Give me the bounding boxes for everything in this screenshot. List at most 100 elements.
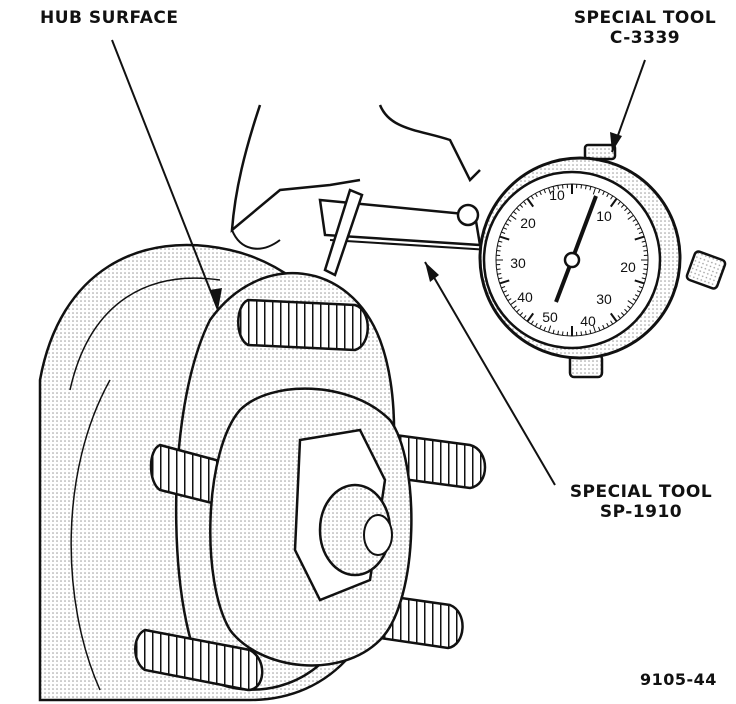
- dial-tick: [516, 308, 520, 313]
- dial-tick: [580, 331, 583, 336]
- c3339-label-line1: SPECIAL TOOL: [573, 8, 717, 28]
- dial-tick: [617, 201, 621, 205]
- sp1910-leader: [424, 261, 556, 486]
- sp1910-label-line2: SP-1910: [599, 502, 683, 522]
- dial-tick: [634, 294, 639, 298]
- dial-tick: [513, 305, 517, 309]
- dial-tick: [548, 325, 552, 333]
- dial-tick: [543, 189, 546, 194]
- dial-tick: [638, 231, 643, 234]
- dial-tick: [617, 315, 621, 319]
- dial-label: 40: [580, 313, 596, 329]
- dial-tick: [632, 298, 637, 302]
- dial-tick: [643, 268, 648, 271]
- dial-tick: [552, 186, 555, 191]
- dial-tick: [510, 214, 517, 220]
- dial-tick: [641, 240, 646, 243]
- dial-tick: [498, 277, 503, 280]
- dial-tick: [610, 320, 614, 325]
- dial-tick-label: 10 10 20 20 30 30 40 40 50: [510, 187, 636, 329]
- dial-tick: [606, 322, 610, 327]
- dial-tick: [585, 185, 587, 190]
- dial-tick: [585, 330, 587, 335]
- dial-label: 20: [520, 215, 536, 231]
- c3339-label: SPECIAL TOOL C-3339: [562, 8, 728, 48]
- dial-tick: [539, 324, 542, 329]
- dial-tick: [505, 222, 510, 226]
- c3339-label-line2: C-3339: [609, 28, 681, 48]
- dial-tick: [496, 249, 501, 252]
- dial-tick: [638, 286, 643, 289]
- dial-tick: [634, 235, 645, 241]
- dial-tick: [534, 322, 538, 327]
- dial-tick: [609, 197, 618, 208]
- tool-c3339-dial-indicator: 10 10 20 20 30 30 40 40 50: [478, 143, 727, 379]
- wheel-stud: [134, 628, 264, 692]
- dial-tick: [610, 195, 614, 200]
- dial-tick: [624, 207, 628, 212]
- dial-ticks: [496, 184, 648, 336]
- wheel-stud: [378, 593, 464, 650]
- dial-tick: [561, 184, 564, 189]
- wheel-stud: [393, 433, 487, 490]
- dial-tick: [557, 185, 559, 190]
- dial-tick: [552, 329, 555, 334]
- sp1910-label-line1: SPECIAL TOOL: [569, 482, 713, 502]
- tool-sp1910-arm: [318, 188, 491, 277]
- dial-tick: [519, 312, 524, 316]
- leader-lines: [111, 39, 646, 486]
- dial-tick: [589, 186, 592, 191]
- dial-tick: [530, 320, 534, 325]
- dial-tick: [543, 326, 546, 331]
- dial-tick: [501, 231, 506, 234]
- dial-needle: [570, 195, 598, 261]
- dial-tick: [498, 240, 503, 243]
- dial-tick: [534, 193, 538, 198]
- hub-center: [209, 387, 413, 667]
- dial-tick: [598, 189, 601, 194]
- dial-tick: [636, 290, 641, 293]
- dial-tick: [606, 193, 610, 198]
- dial-tick: [499, 235, 510, 241]
- dial-tick: [620, 204, 625, 208]
- dial-tick: [627, 211, 631, 215]
- dial-tick: [589, 329, 592, 334]
- dial-label: 40: [517, 289, 533, 305]
- dial-tick: [627, 300, 634, 306]
- dial-tick: [602, 324, 605, 329]
- dial-tick: [523, 201, 527, 205]
- dial-tick: [526, 312, 535, 323]
- dial-tick: [510, 300, 517, 306]
- dial-tick: [507, 218, 512, 222]
- dial-label: 50: [542, 309, 558, 325]
- dial-tick: [513, 211, 517, 215]
- dial-tick: [503, 227, 508, 230]
- figure-number: 9105-44: [640, 670, 717, 689]
- dial-tick: [592, 325, 596, 333]
- dial-tick: [519, 204, 524, 208]
- dial-tick: [530, 195, 534, 200]
- dial-tick: [634, 222, 639, 226]
- dial-tick: [641, 277, 646, 280]
- dial-tick: [592, 187, 596, 195]
- dial-tick: [496, 268, 501, 271]
- dial-label: 20: [620, 259, 636, 275]
- dial-tick: [501, 286, 506, 289]
- dial-tick: [642, 245, 647, 247]
- dial-tick: [557, 330, 559, 335]
- dial-tick: [503, 290, 508, 293]
- dial-tick: [636, 227, 641, 230]
- dial-tick: [497, 273, 502, 275]
- dial-tick: [505, 294, 510, 298]
- sp1910-label: SPECIAL TOOL SP-1910: [558, 482, 724, 522]
- steering-knuckle: [230, 104, 481, 250]
- dial-label: 30: [510, 255, 526, 271]
- dial-pivot: [563, 251, 581, 269]
- dial-label: 10: [549, 187, 565, 203]
- dial-tick: [627, 305, 631, 309]
- dial-tick: [561, 331, 564, 336]
- wheel-stud: [237, 298, 369, 352]
- dial-tick: [539, 191, 542, 196]
- dial-tick: [632, 218, 637, 222]
